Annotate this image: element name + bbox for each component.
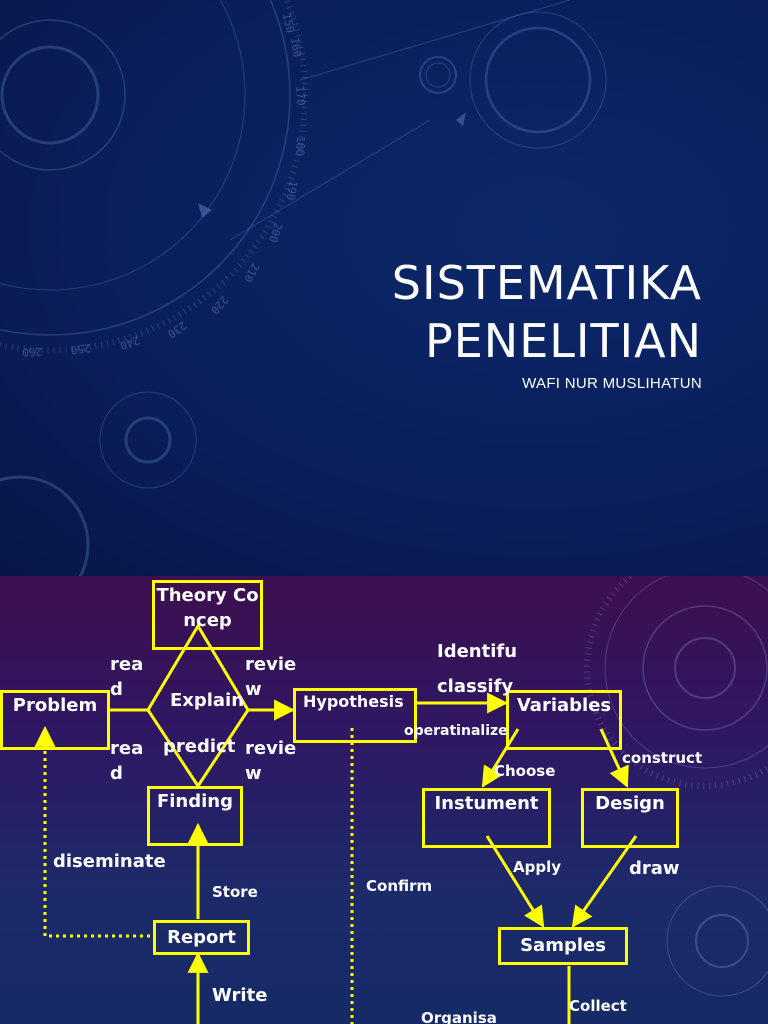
write-label: Write: [212, 985, 268, 1006]
theory-concept-box: Theory Concep: [152, 580, 263, 650]
hypothesis-box: Hypothesis: [293, 688, 417, 743]
collect-label: Collect: [569, 997, 627, 1015]
title-line-2: PENELITIAN: [424, 314, 702, 368]
classify-label: classify: [437, 676, 514, 697]
tech-dial-decoration: 150 160 170 180 190 200 210 220 230 240 …: [0, 0, 607, 576]
disseminate-label: diseminate: [53, 851, 166, 872]
predict-label: predict: [163, 736, 236, 757]
store-label: Store: [212, 883, 258, 901]
instrument-box: Instument: [422, 788, 551, 848]
problem-box: Problem: [0, 690, 110, 750]
organise-label: Organisa: [421, 1009, 497, 1024]
report-to-problem-dotted-arrow: [34, 725, 150, 938]
dial-tick-label: 260: [22, 345, 42, 359]
construct-label: construct: [622, 749, 703, 767]
apply-label: Apply: [513, 858, 562, 876]
draw-label: draw: [629, 858, 680, 879]
choose-label: Choose: [494, 762, 556, 780]
dial-tick-label: 210: [241, 261, 262, 285]
title-slide: 150 160 170 180 190 200 210 220 230 240 …: [0, 0, 768, 576]
dial-tick-label: 230: [165, 319, 189, 341]
review-label-bottom: review: [245, 738, 297, 784]
dial-tick-label: 170: [293, 85, 307, 106]
research-flow-slide: Theory Concep Problem Explain Hypothesis…: [0, 576, 768, 1024]
review-label-top: review: [245, 654, 297, 700]
identify-label: Identifu: [437, 641, 518, 662]
confirm-label: Confirm: [366, 877, 433, 895]
report-box: Report: [153, 920, 250, 955]
dial-tick-label: 150: [280, 12, 297, 34]
dial-tick-label: 240: [118, 333, 141, 352]
samples-box: Samples: [498, 927, 628, 965]
slide-subtitle: WAFI NUR MUSLIHATUN: [522, 375, 702, 392]
slide-title: SISTEMATIKA PENELITIAN: [392, 254, 702, 370]
instrument-to-samples-arrow: [485, 835, 545, 928]
operationalize-label: operatinalize: [404, 723, 508, 739]
variables-to-instrument-arrow: [481, 728, 520, 788]
variables-box: Variables: [506, 690, 622, 750]
finding-box: Finding: [147, 786, 243, 846]
read-label-top: read: [110, 654, 144, 700]
variables-to-design-arrow: [599, 728, 629, 788]
explain-label: Explain: [169, 690, 245, 711]
dial-tick-label: 200: [266, 221, 285, 244]
title-line-1: SISTEMATIKA: [391, 256, 702, 310]
dial-tick-label: 220: [208, 293, 231, 317]
read-label-bottom: read: [110, 738, 144, 784]
dial-tick-label: 190: [284, 179, 300, 201]
dial-tick-labels: 150 160 170 180 190 200 210 220 230 240 …: [22, 12, 307, 359]
dial-tick-label: 160: [288, 37, 304, 58]
dial-tick-label: 180: [293, 136, 307, 156]
flow-connectors: [34, 623, 638, 1024]
dial-tick-label: 250: [70, 341, 91, 357]
tech-dial-decoration: [584, 576, 768, 997]
design-box: Design: [581, 788, 679, 848]
design-to-samples-arrow: [571, 835, 638, 928]
